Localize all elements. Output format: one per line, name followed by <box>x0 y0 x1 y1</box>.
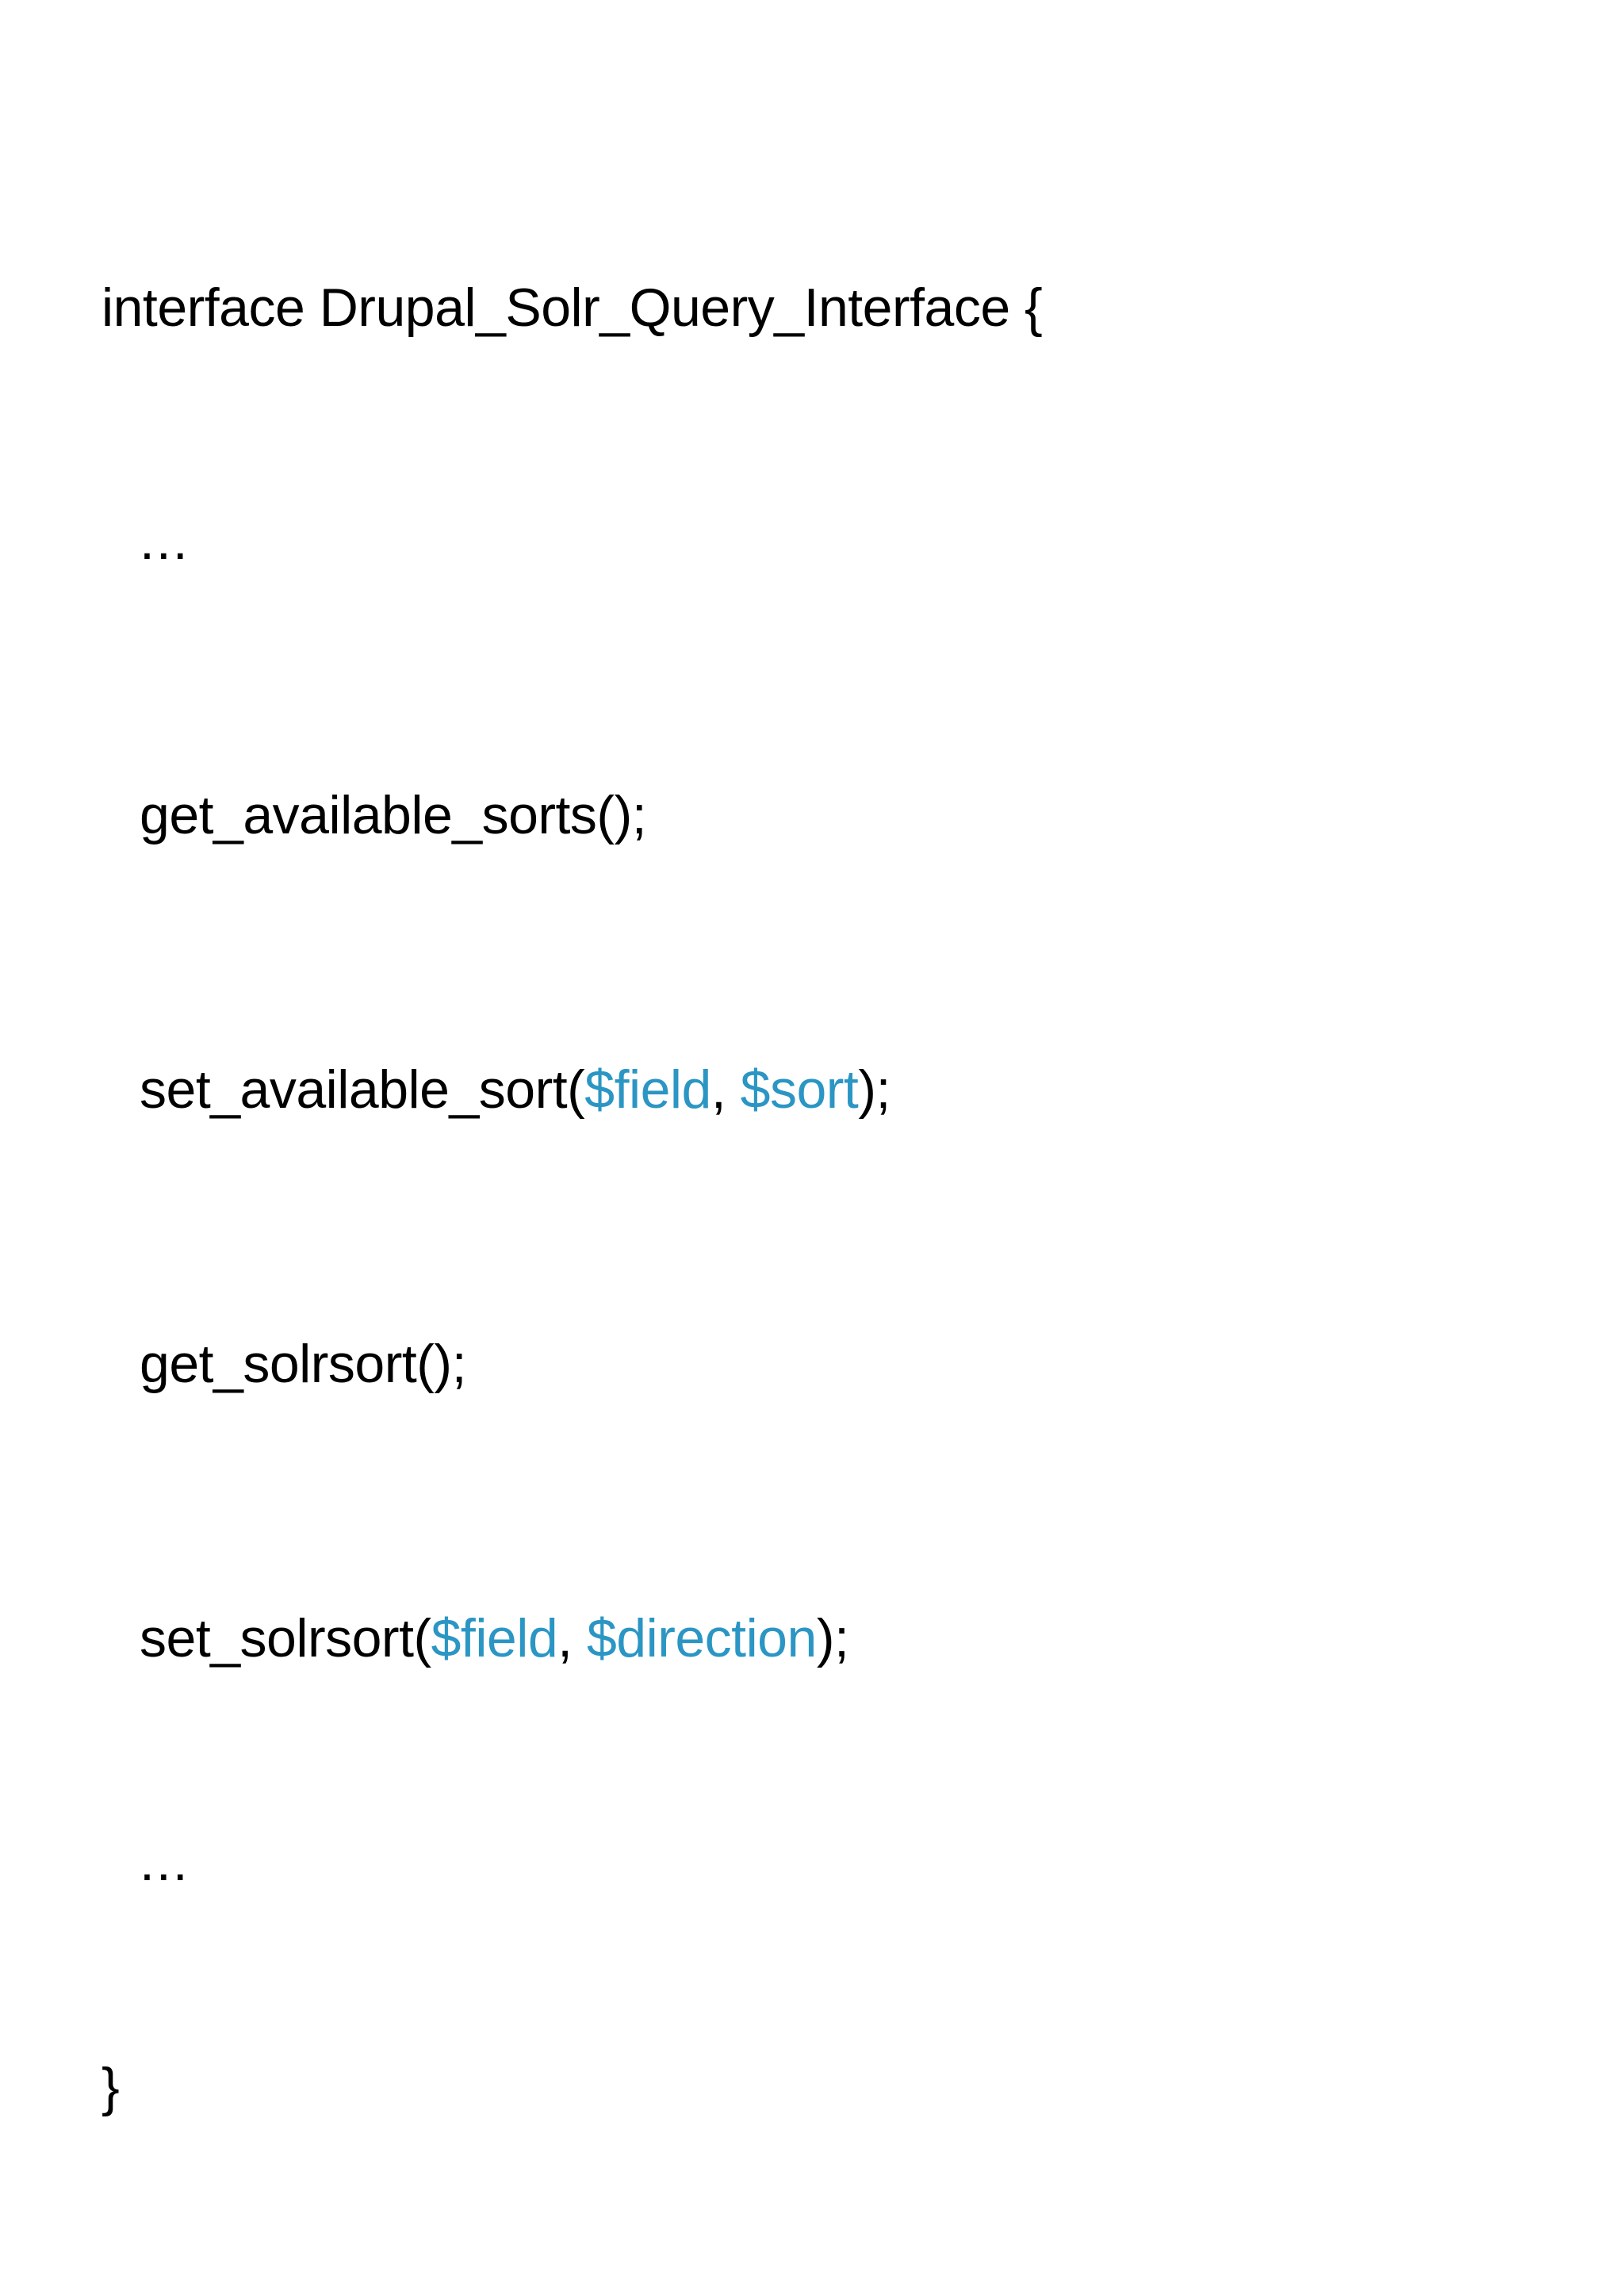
slide-canvas: interface Drupal_Solr_Query_Interface { … <box>102 281 1043 2114</box>
code-line-ellipsis-top: ... <box>140 511 190 571</box>
code-line-get-solrsort: get_solrsort(); <box>140 1334 466 1394</box>
param-sort-available-sort: $sort <box>740 1059 859 1120</box>
param-separator-available-sort: , <box>710 1059 741 1120</box>
code-line-interface-declaration: interface Drupal_Solr_Query_Interface { <box>102 278 1043 338</box>
code-line-set-solrsort: set_solrsort($field, $direction); <box>102 1611 1529 1665</box>
code-line-closing-brace: } <box>102 2057 120 2117</box>
method-name-set-solrsort: set_solrsort( <box>140 1608 431 1668</box>
statement-tail-available-sort: ); <box>858 1059 891 1120</box>
code-line-ellipsis-bottom: ... <box>140 1832 190 1892</box>
statement-tail-solrsort: ); <box>816 1608 849 1668</box>
param-separator-solrsort: , <box>557 1608 587 1668</box>
code-line-get-available-sorts: get_available_sorts(); <box>140 785 647 845</box>
code-listing: interface Drupal_Solr_Query_Interface { … <box>102 119 1529 2276</box>
param-direction-solrsort: $direction <box>586 1608 817 1668</box>
code-line-set-available-sort: set_available_sort($field, $sort); <box>102 1063 1529 1117</box>
method-name-set-available-sort: set_available_sort( <box>140 1059 585 1120</box>
param-field-available-sort: $field <box>584 1059 711 1120</box>
param-field-solrsort: $field <box>431 1608 558 1668</box>
